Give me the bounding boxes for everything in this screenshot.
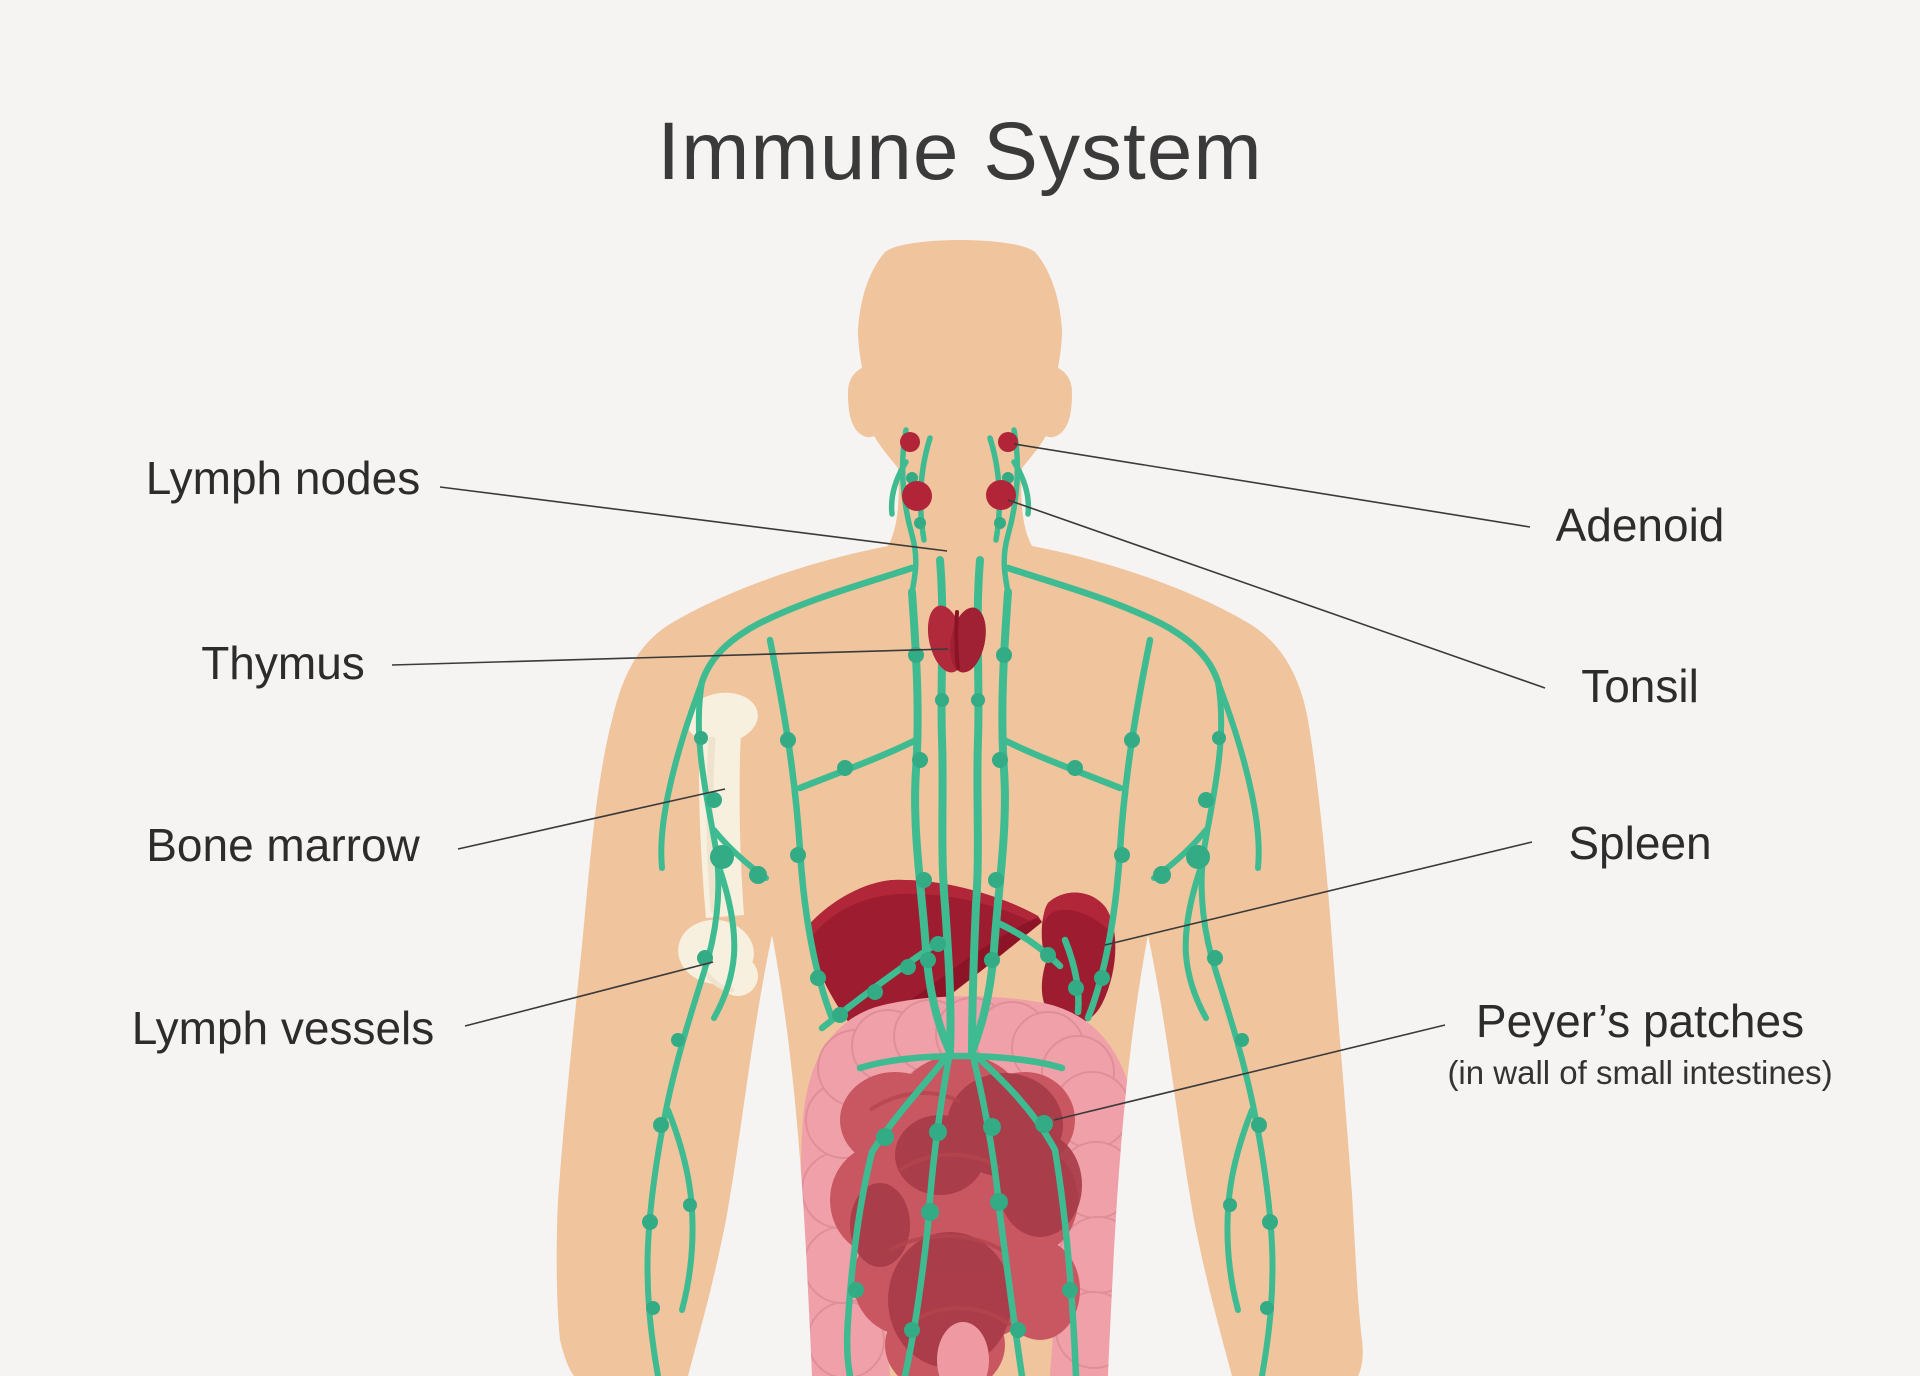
adenoid-dots xyxy=(900,432,1018,452)
leader-thymus xyxy=(391,648,949,666)
label-tonsil: Tonsil xyxy=(1581,660,1699,712)
label-adenoid: Adenoid xyxy=(1555,499,1725,551)
leader-spleen xyxy=(1104,841,1533,946)
label-bone-marrow: Bone marrow xyxy=(146,819,420,871)
page-title: Immune System xyxy=(657,105,1263,197)
label-spleen: Spleen xyxy=(1568,817,1712,869)
lymph-node-dots xyxy=(642,472,1278,1338)
leader-adenoid xyxy=(1013,443,1531,528)
rectum xyxy=(937,1322,989,1376)
label-lymph-nodes: Lymph nodes xyxy=(145,452,421,504)
tonsil-dots xyxy=(902,480,1016,511)
label-peyers-patches-sub: (in wall of small intestines) xyxy=(1447,1053,1833,1091)
arm-torso-gaps xyxy=(688,935,1232,1376)
label-lymph-vessels: Lymph vessels xyxy=(131,1002,435,1054)
leader-tonsil xyxy=(1007,499,1546,689)
label-peyers-patches: Peyer’s patches (in wall of small intest… xyxy=(1420,995,1860,1092)
leader-peyers-patches xyxy=(1053,1024,1446,1121)
leader-bone-marrow xyxy=(457,788,726,850)
arm-torso-gap-left xyxy=(688,935,812,1376)
thymus-organ xyxy=(927,605,986,673)
leader-lymph-nodes xyxy=(439,486,948,552)
leader-lines xyxy=(391,443,1546,1121)
leader-lymph-vessels xyxy=(464,961,714,1027)
label-thymus: Thymus xyxy=(201,637,365,689)
arm-torso-gap-right xyxy=(1108,935,1232,1376)
label-peyers-patches-main: Peyer’s patches xyxy=(1475,995,1805,1047)
